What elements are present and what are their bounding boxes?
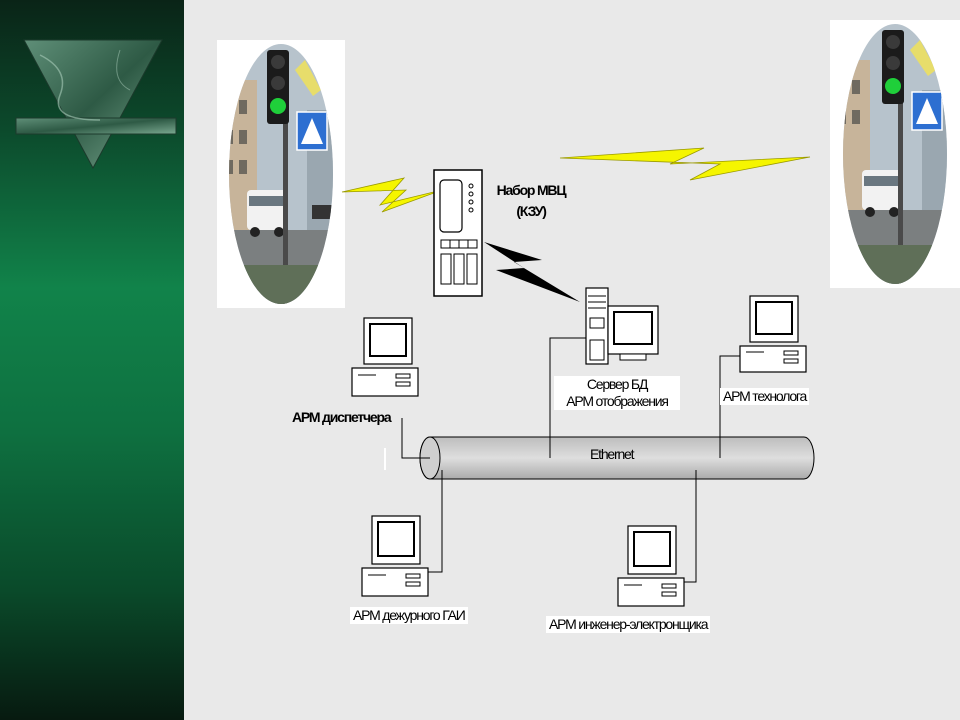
- computer-icon: [361, 515, 429, 597]
- mvc-label-line2: (КЗУ): [516, 203, 547, 219]
- ethernet-label: Ethernet: [590, 446, 635, 462]
- server-label-line1: Сервер БД: [586, 376, 648, 392]
- arm-dispatcher-label: АРМ диспетчера: [292, 409, 392, 425]
- mvc-label-line1: Набор МВЦ: [496, 182, 567, 198]
- lightning-icon: [341, 177, 443, 213]
- arm-traffic-police-label: АРМ дежурного ГАИ: [350, 607, 468, 624]
- diagram-graphics: [341, 147, 815, 607]
- ethernet-bus-icon: [419, 436, 815, 480]
- traffic-light-photo-right: [830, 20, 960, 288]
- computer-icon: [739, 295, 807, 373]
- logo-triangle-icon: [15, 39, 177, 170]
- server-label: Сервер БД АРМ отображения: [554, 376, 680, 410]
- computer-icon: [617, 525, 685, 607]
- sidebar: [0, 0, 184, 720]
- mvc-label: Набор МВЦ (КЗУ): [486, 182, 576, 220]
- lightning-icon: [484, 242, 580, 302]
- traffic-light-photo-left: [217, 40, 345, 308]
- server-rack-icon: [433, 169, 483, 297]
- server-label-line2: АРМ отображения: [566, 393, 669, 409]
- arm-technologist-label: АРМ технолога: [720, 388, 810, 405]
- network-diagram: Набор МВЦ (КЗУ) Сервер БД АРМ отображени…: [184, 0, 960, 720]
- arm-engineer-label: АРМ инженер-электронщика: [546, 616, 711, 633]
- network-wires: [401, 337, 740, 583]
- lightning-icon: [559, 147, 811, 181]
- db-server-icon: [585, 287, 659, 365]
- computer-icon: [351, 317, 419, 397]
